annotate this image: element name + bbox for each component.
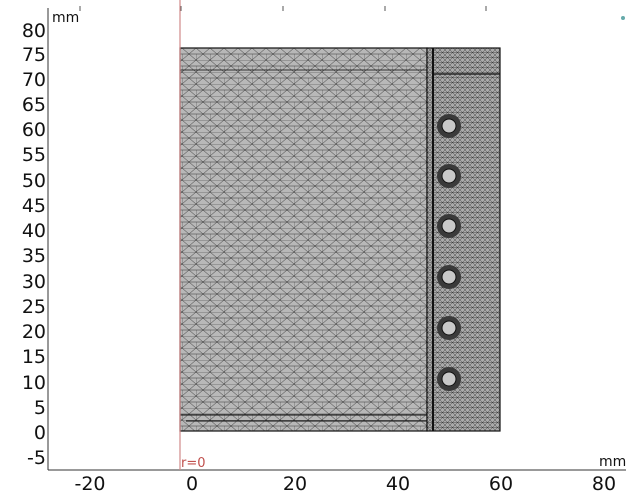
y-tick: 40 (22, 220, 46, 242)
y-unit-label: mm (52, 10, 79, 26)
y-tick: 60 (22, 119, 46, 141)
x-tick: 0 (186, 473, 198, 495)
y-tick: 75 (22, 44, 46, 66)
y-tick: 10 (22, 372, 46, 394)
y-tick: 70 (22, 69, 46, 91)
y-tick: 80 (22, 20, 46, 42)
y-tick: 45 (22, 195, 46, 217)
y-tick: 50 (22, 170, 46, 192)
y-tick: 30 (22, 271, 46, 293)
x-tick: 60 (489, 473, 513, 495)
y-tick: 65 (22, 94, 46, 116)
y-tick: 55 (22, 144, 46, 166)
x-unit-label: mm (599, 454, 626, 470)
x-tick: 80 (592, 473, 616, 495)
coil-3[interactable] (437, 214, 461, 238)
symmetry-axis-label: r=0 (181, 456, 206, 471)
coil-4[interactable] (437, 265, 461, 289)
coil-5[interactable] (437, 316, 461, 340)
coil-1[interactable] (437, 114, 461, 138)
x-tick: 40 (386, 473, 410, 495)
y-tick: 25 (22, 296, 46, 318)
mesh-right-strip[interactable] (426, 47, 501, 432)
coil-6[interactable] (437, 367, 461, 391)
y-axis-ticks: 80 75 70 65 60 55 50 45 40 35 30 25 20 1… (22, 20, 46, 469)
y-tick: 20 (22, 321, 46, 343)
y-tick: -5 (27, 447, 46, 469)
mesh-domain[interactable] (179, 47, 501, 432)
plot-frame (47, 8, 626, 471)
x-tick: -20 (74, 473, 105, 495)
y-tick: 15 (22, 346, 46, 368)
y-tick: 35 (22, 245, 46, 267)
mesh-main-region[interactable] (179, 47, 428, 432)
x-axis-ticks: -20 0 20 40 60 80 (74, 473, 616, 495)
top-tick-marks (79, 6, 487, 11)
x-tick: 20 (283, 473, 307, 495)
coil-conductors[interactable] (437, 114, 461, 391)
y-tick: 0 (34, 422, 46, 444)
y-tick: 5 (34, 397, 46, 419)
coil-2[interactable] (437, 164, 461, 188)
corner-indicator (621, 16, 625, 20)
